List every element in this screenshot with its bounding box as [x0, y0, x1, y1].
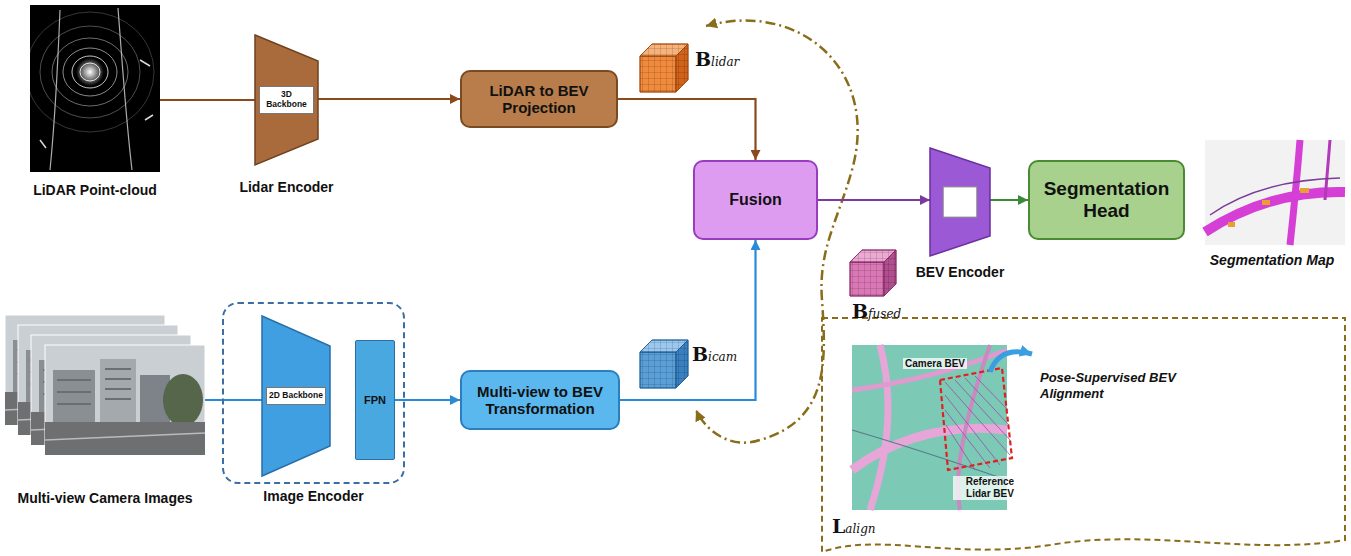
camera-bev-cube-part: [640, 352, 676, 388]
camera-bev-cube-part: [640, 352, 676, 388]
text-holder: [930, 148, 990, 256]
input-wires: [160, 100, 262, 400]
alignment-region-part: [852, 430, 1007, 480]
backbone-trapezoid: 2D Backbone: [262, 316, 330, 476]
lidar-point-cloud-part-part: [50, 8, 132, 170]
node-caption: Lidar Encoder: [239, 179, 333, 195]
lidar-point-cloud-part-part: [52, 38, 128, 106]
flow-arrow: [818, 199, 930, 201]
input-caption: Multi-view Camera Images: [17, 490, 192, 506]
fusion-box: Fusion: [693, 160, 818, 240]
tensor-symbol: Blidar: [695, 48, 739, 70]
encoder-group: Image Encoder2D BackboneFPN: [222, 302, 405, 484]
process-box: Multi-view to BEV Transformation: [460, 370, 620, 430]
segmentation-map-image-part: [1210, 178, 1340, 215]
input-wires-part: [205, 399, 262, 401]
text-holder: Segmentation Head: [1030, 162, 1183, 238]
output-caption: Segmentation Map: [1210, 252, 1334, 268]
node-caption: BEV Encoder: [916, 264, 1005, 280]
camera-images-part: [45, 345, 205, 455]
node-label: 3D Backbone: [259, 86, 314, 114]
lidar-point-cloud-part-part: [72, 56, 108, 88]
segmentation-map-image: [1205, 140, 1345, 245]
input-wires-part: [160, 99, 255, 101]
alignment-note: Pose-Supervised BEV Alignment: [1040, 370, 1190, 403]
trapezoid-outline: [255, 35, 318, 165]
text-holder: Fusion: [695, 162, 816, 238]
lidar-bev-cube-part: [676, 44, 688, 92]
alignment-region-part: [870, 345, 888, 510]
lidar-bev-cube-part: [676, 44, 688, 92]
segmentation-map-image-part: [1228, 222, 1235, 227]
flow-arrow: [990, 199, 1028, 201]
text-holder: 3D Backbone: [255, 35, 318, 165]
node-label: LiDAR to BEV Projection: [466, 82, 612, 117]
alignment-region: [822, 318, 1345, 552]
node-label: Fusion: [729, 191, 781, 209]
fpn-box: FPN: [355, 340, 395, 460]
segmentation-map-image-part: [1325, 140, 1330, 200]
loss-symbol: Lalign: [832, 515, 876, 537]
alignment-region-part-part: [945, 376, 1010, 470]
node-label: FPN: [364, 394, 386, 407]
fused-bev-cube-part: [850, 262, 884, 296]
lidar-point-cloud-part: [30, 8, 154, 170]
node-label: Segmentation Head: [1034, 178, 1179, 222]
trapezoid-outline: [930, 148, 990, 256]
segmentation-map-image-part: [1290, 140, 1300, 245]
bev-encoder: BEV Encoder: [930, 148, 990, 256]
text-holder: LiDAR to BEV Projection: [462, 72, 616, 126]
lidar-bev-cube: [640, 44, 688, 92]
tensor-symbol: Bfused: [852, 300, 901, 322]
fused-bev-cube-part: [850, 262, 884, 296]
text-holder: FPN: [356, 341, 394, 459]
tensor-symbol: Bicam: [692, 343, 737, 365]
flow-arrow: [620, 240, 756, 400]
node-caption: Image Encoder: [263, 488, 363, 504]
map-annotation: Camera BEV: [903, 358, 967, 369]
lidar-point-cloud-part-part: [30, 12, 154, 132]
alignment-region-part: [990, 352, 1032, 372]
text-holder: Multi-view to BEV Transformation: [462, 372, 618, 428]
node-label: 2D Backbone: [266, 387, 326, 405]
text-holder: 2D Backbone: [262, 316, 330, 476]
alignment-region-part: [852, 428, 1007, 470]
camera-bev-cube-part: [676, 340, 688, 388]
lidar-point-cloud: [26, 5, 160, 172]
lidar-point-cloud-part-part: [63, 48, 117, 96]
lidar-point-cloud-part: [30, 5, 160, 172]
alignment-region-part: [940, 368, 1012, 470]
node-label: Multi-view to BEV Transformation: [466, 383, 614, 418]
alignment-region-part: [822, 318, 1345, 552]
fused-bev-cube-part: [884, 250, 896, 296]
segmentation-map-image-part: [1262, 200, 1270, 205]
flow-arrow: [618, 99, 756, 160]
camera-bev-cube-part: [676, 340, 688, 388]
fused-bev-cube-part: [884, 250, 896, 296]
segmentation-map-image-part: [1205, 140, 1345, 245]
lidar-bev-cube-part: [640, 56, 676, 92]
input-caption: LiDAR Point-cloud: [33, 182, 157, 198]
trapezoid-outline: [262, 316, 330, 476]
camera-images: [5, 315, 205, 455]
head-box: Segmentation Head: [1028, 160, 1185, 240]
lidar-bev-cube-part: [640, 56, 676, 92]
camera-bev-cube: [640, 340, 688, 388]
lidar-encoder: 3D BackboneLidar Encoder: [255, 35, 318, 165]
lidar-point-cloud-part-part: [76, 58, 104, 86]
alignment-region-part: [852, 350, 1007, 390]
network-icon: [943, 187, 977, 217]
map-annotation: Reference Lidar BEV: [953, 476, 1027, 500]
alignment-region-part: [945, 376, 1010, 470]
process-box: LiDAR to BEV Projection: [460, 70, 618, 128]
flow-arrow: [318, 98, 460, 100]
trapezoid-shape: [930, 148, 990, 256]
fused-bev-cube: [850, 250, 896, 296]
segmentation-map-image-part: [1300, 188, 1309, 193]
